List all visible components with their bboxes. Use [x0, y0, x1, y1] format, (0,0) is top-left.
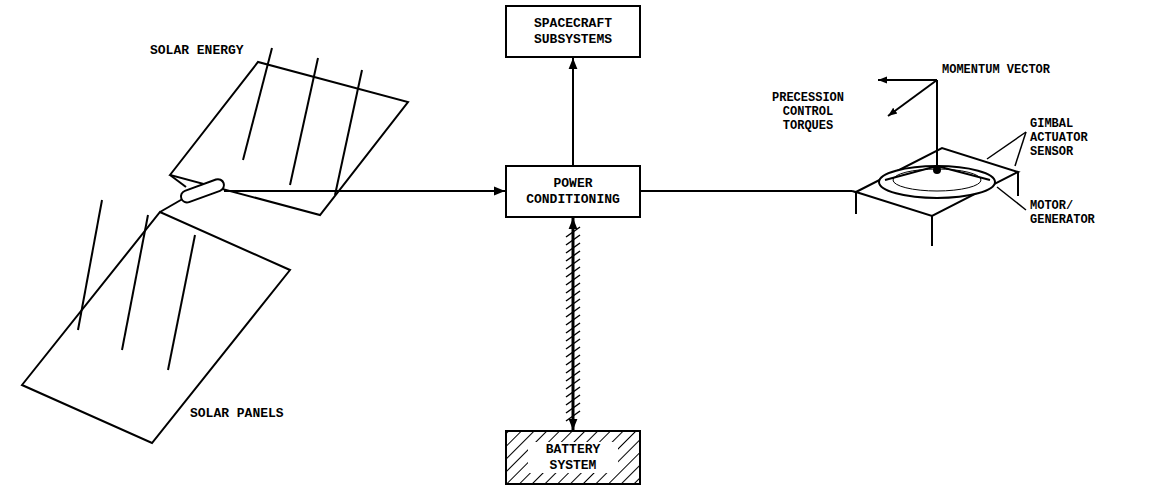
connector-line [330, 190, 505, 192]
momentum-vector [936, 80, 938, 166]
gimbal-leg [931, 216, 933, 246]
hatch-tick [566, 411, 580, 421]
hatch-tick [566, 283, 580, 293]
hatch-tick [566, 251, 580, 261]
connector [573, 58, 574, 165]
leader-line [987, 132, 1026, 159]
flywheel-bridge [885, 166, 990, 180]
solar-panel [22, 212, 290, 443]
sun-rays [78, 48, 362, 370]
input-label: SOLAR ENERGY [150, 44, 244, 59]
part-name: SOLAR PANELS [190, 407, 284, 422]
solar-panel [170, 62, 408, 215]
power-lead [224, 190, 330, 192]
part-label: GIMBAL ACTUATOR SENSOR [1030, 118, 1100, 159]
hatch-tick [566, 299, 580, 309]
hatch-tick [566, 267, 580, 277]
hatch-tick [566, 227, 580, 237]
hatch-tick [566, 243, 580, 253]
connector-line [572, 218, 575, 430]
connector-line [641, 190, 852, 192]
hatch-tick [566, 403, 580, 413]
hatch-tick [566, 291, 580, 301]
hatch-tick [566, 275, 580, 285]
flywheel-assembly: MOTOR/ GENERATOR [852, 140, 1122, 260]
hatch-tick [566, 323, 580, 333]
torque-arrow [888, 80, 937, 116]
leader-line [997, 187, 1026, 210]
hatch-tick [566, 363, 580, 373]
hatch-tick [566, 387, 580, 397]
battery-box: BATTERY SYSTEM [505, 430, 641, 485]
hatch-tick [566, 259, 580, 269]
hatch-tick [566, 347, 580, 357]
process-box: SPACECRAFT SUBSYSTEMS [505, 5, 641, 58]
gimbal-leg [855, 192, 857, 214]
gimbal-leg [1017, 172, 1019, 196]
hatch-tick [566, 315, 580, 325]
torque-arrow [878, 79, 937, 81]
vector-label: MOMENTUM VECTOR [942, 64, 1050, 78]
hatch-tick [566, 307, 580, 317]
process-box: POWER CONDITIONING [505, 165, 641, 218]
hinge-strut [170, 175, 186, 187]
hatched-connector [566, 218, 580, 430]
torque-label: PRECESSION CONTROL TORQUES [768, 92, 848, 133]
box-text: POWER CONDITIONING [521, 176, 625, 207]
box-text: BATTERY SYSTEM [528, 442, 618, 473]
hatch-tick [566, 371, 580, 381]
flywheel-hub [933, 166, 941, 174]
solar-panel-group: SOLAR PANELS [10, 180, 330, 440]
hinge [179, 177, 225, 204]
connector [330, 191, 505, 192]
hatch-tick [566, 339, 580, 349]
flywheel [879, 166, 995, 198]
hatch-tick [566, 379, 580, 389]
connector-line [572, 58, 574, 165]
part-name: MOTOR/ GENERATOR [1030, 200, 1102, 228]
box-text: SPACECRAFT SUBSYSTEMS [521, 16, 625, 47]
hatch-tick [566, 355, 580, 365]
connector [641, 191, 852, 192]
leader-line [1015, 132, 1026, 166]
hatch-tick [566, 395, 580, 405]
hatch-tick [566, 331, 580, 341]
hatch-tick [566, 235, 580, 245]
